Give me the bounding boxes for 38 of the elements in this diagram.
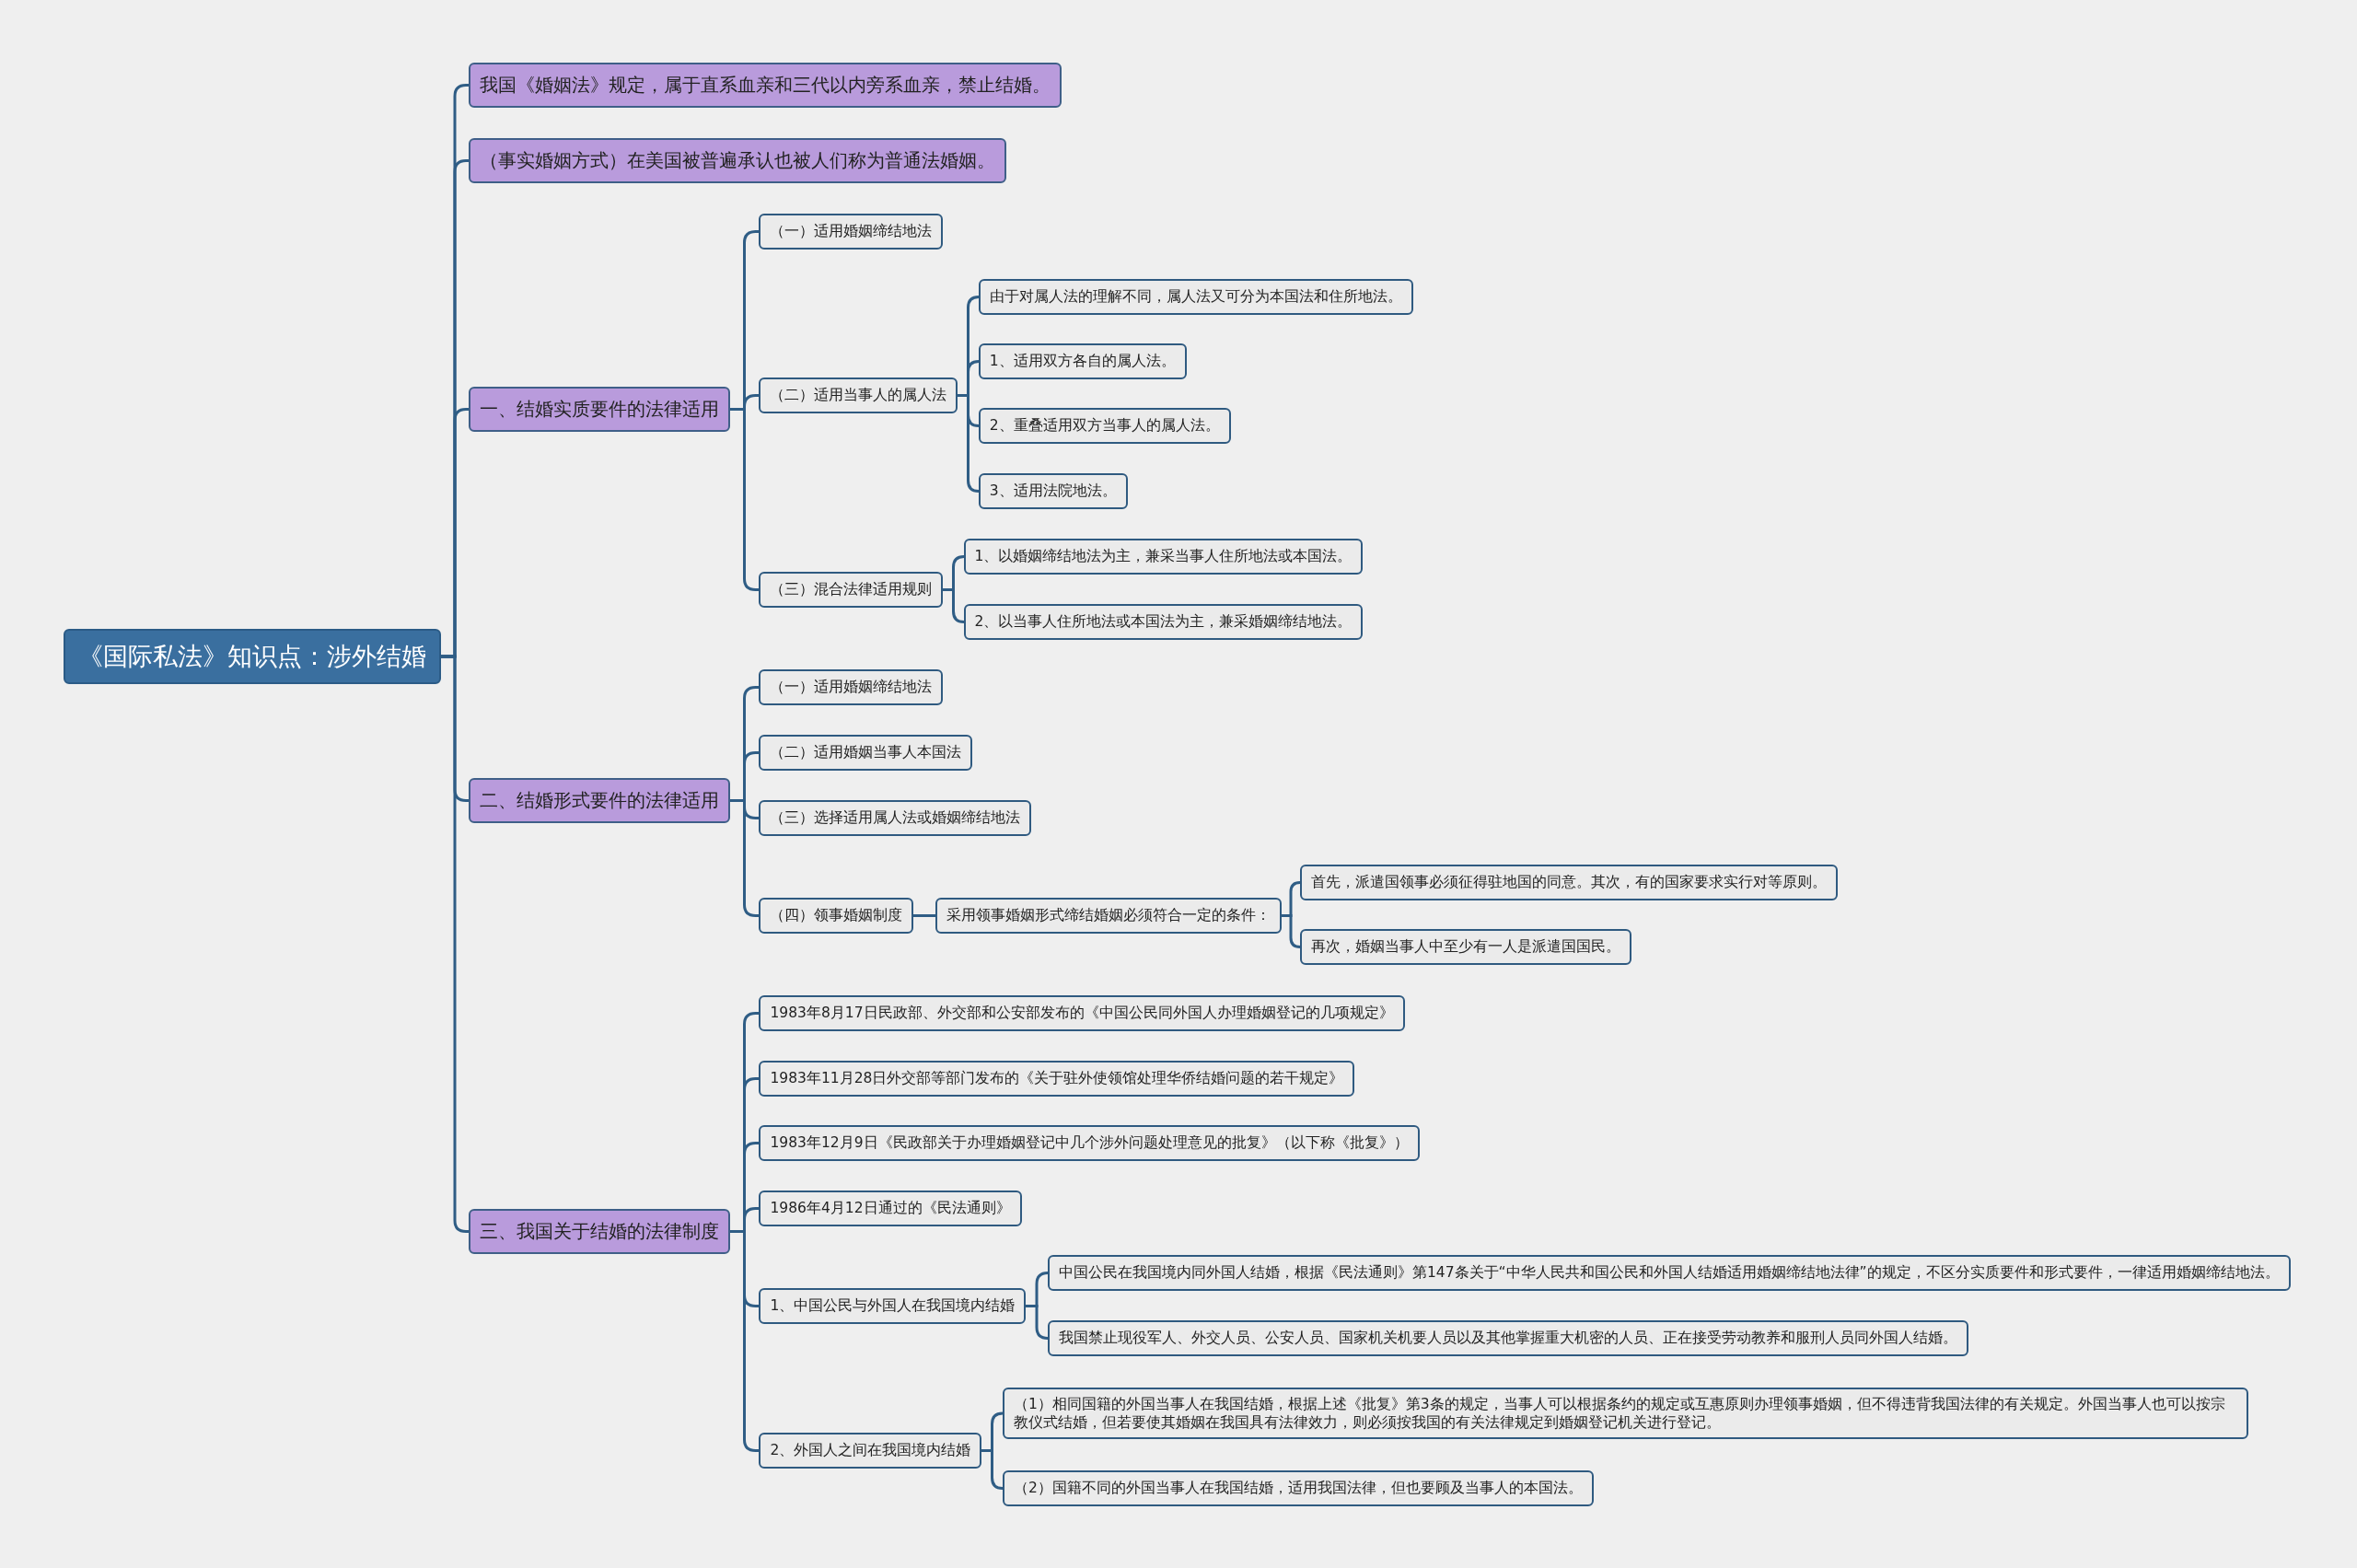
topic-box: 1、中国公民与外国人在我国境内结婚 (759, 1288, 1027, 1325)
topic-box: 由于对属人法的理解不同，属人法又可分为本国法和住所地法。 (978, 278, 1413, 315)
connector-line (958, 394, 981, 493)
topic-box: 1986年4月12日通过的《民法通则》 (759, 1191, 1022, 1227)
topic-box: 采用领事婚姻形式缔结婚姻必须符合一定的条件： (935, 897, 1282, 934)
connector-line (913, 914, 935, 917)
topic-box: 首先，派遣国领事必须征得驻地国的同意。其次，有的国家要求实行对等原则。 (1300, 864, 1839, 900)
topic-box: 2、以当事人住所地法或本国法为主，兼采婚姻缔结地法。 (963, 603, 1364, 640)
branch-box: （事实婚姻方式）在美国被普遍承认也被人们称为普通法婚姻。 (469, 138, 1007, 184)
root-topic-box: 《国际私法》知识点：涉外结婚 (63, 629, 441, 685)
topic-box: （一）适用婚姻缔结地法 (759, 669, 944, 706)
connector-line (943, 588, 966, 623)
topic-box: （二）适用当事人的属人法 (759, 377, 958, 413)
topic-box: 2、重叠适用双方当事人的属人法。 (978, 408, 1231, 445)
topic-box: 3、适用法院地法。 (978, 473, 1128, 510)
topic-box: （四）领事婚姻制度 (759, 897, 914, 934)
topic-box: 1、以婚姻缔结地法为主，兼采当事人住所地法或本国法。 (963, 538, 1364, 575)
topic-box: 1983年12月9日《民政部关于办理婚姻登记中几个涉外问题处理意见的批复》（以下称《批复》） (759, 1125, 1420, 1162)
branch-box: 我国《婚姻法》规定，属于直系血亲和三代以内旁系血亲，禁止结婚。 (469, 62, 1062, 108)
topic-box: （三）混合法律适用规则 (759, 571, 944, 608)
topic-box: 1983年11月28日外交部等部门发布的《关于驻外使领馆处理华侨结婚问题的若干规定》 (759, 1060, 1355, 1097)
topic-box: 1983年8月17日民政部、外交部和公安部发布的《中国公民同外国人办理婚姻登记的几项规定》 (759, 994, 1405, 1031)
topic-box: （三）选择适用属人法或婚姻缔结地法 (759, 799, 1032, 836)
branch-box: 三、我国关于结婚的法律制度 (469, 1209, 731, 1255)
topic-box: 2、外国人之间在我国境内结婚 (759, 1433, 982, 1469)
topic-box: 我国禁止现役军人、外交人员、公安人员、国家机关机要人员以及其他掌握重大机密的人员、正在接受劳动教养和服刑人员同外国人结婚。 (1047, 1320, 1968, 1357)
topic-box: 再次，婚姻当事人中至少有一人是派遣国国民。 (1300, 929, 1632, 966)
connector-line (1282, 914, 1302, 948)
topic-box: 中国公民在我国境内同外国人结婚，根据《民法通则》第147条关于“中华人民共和国公民和外国人结婚适用婚姻缔结地法律”的规定，不区分实质要件和形式要件，一律适用婚姻缔结地法。 (1047, 1255, 2291, 1292)
topic-box: （2）国籍不同的外国当事人在我国结婚，适用我国法律，但也要顾及当事人的本国法。 (1002, 1469, 1594, 1506)
topic-box: （1）相同国籍的外国当事人在我国结婚，根据上述《批复》第3条的规定，当事人可以根据条约的规定或互惠原则办理领事婚姻，但不得违背我国法律的有关规定。外国当事人也可以按宗教仪式结婚，但若要使其婚姻在我国具有法律效力，则必须按我国的有关法律规定到婚姻登记机关进行登记。 (1002, 1387, 2249, 1439)
branch-box: 二、结婚形式要件的法律适用 (469, 777, 731, 823)
topic-box: （一）适用婚姻缔结地法 (759, 213, 944, 250)
branch-box: 一、结婚实质要件的法律适用 (469, 387, 731, 433)
topic-box: 1、适用双方各自的属人法。 (978, 343, 1187, 380)
connector-line (1026, 1305, 1050, 1340)
connector-line (981, 1449, 1004, 1490)
topic-box: （二）适用婚姻当事人本国法 (759, 734, 973, 771)
